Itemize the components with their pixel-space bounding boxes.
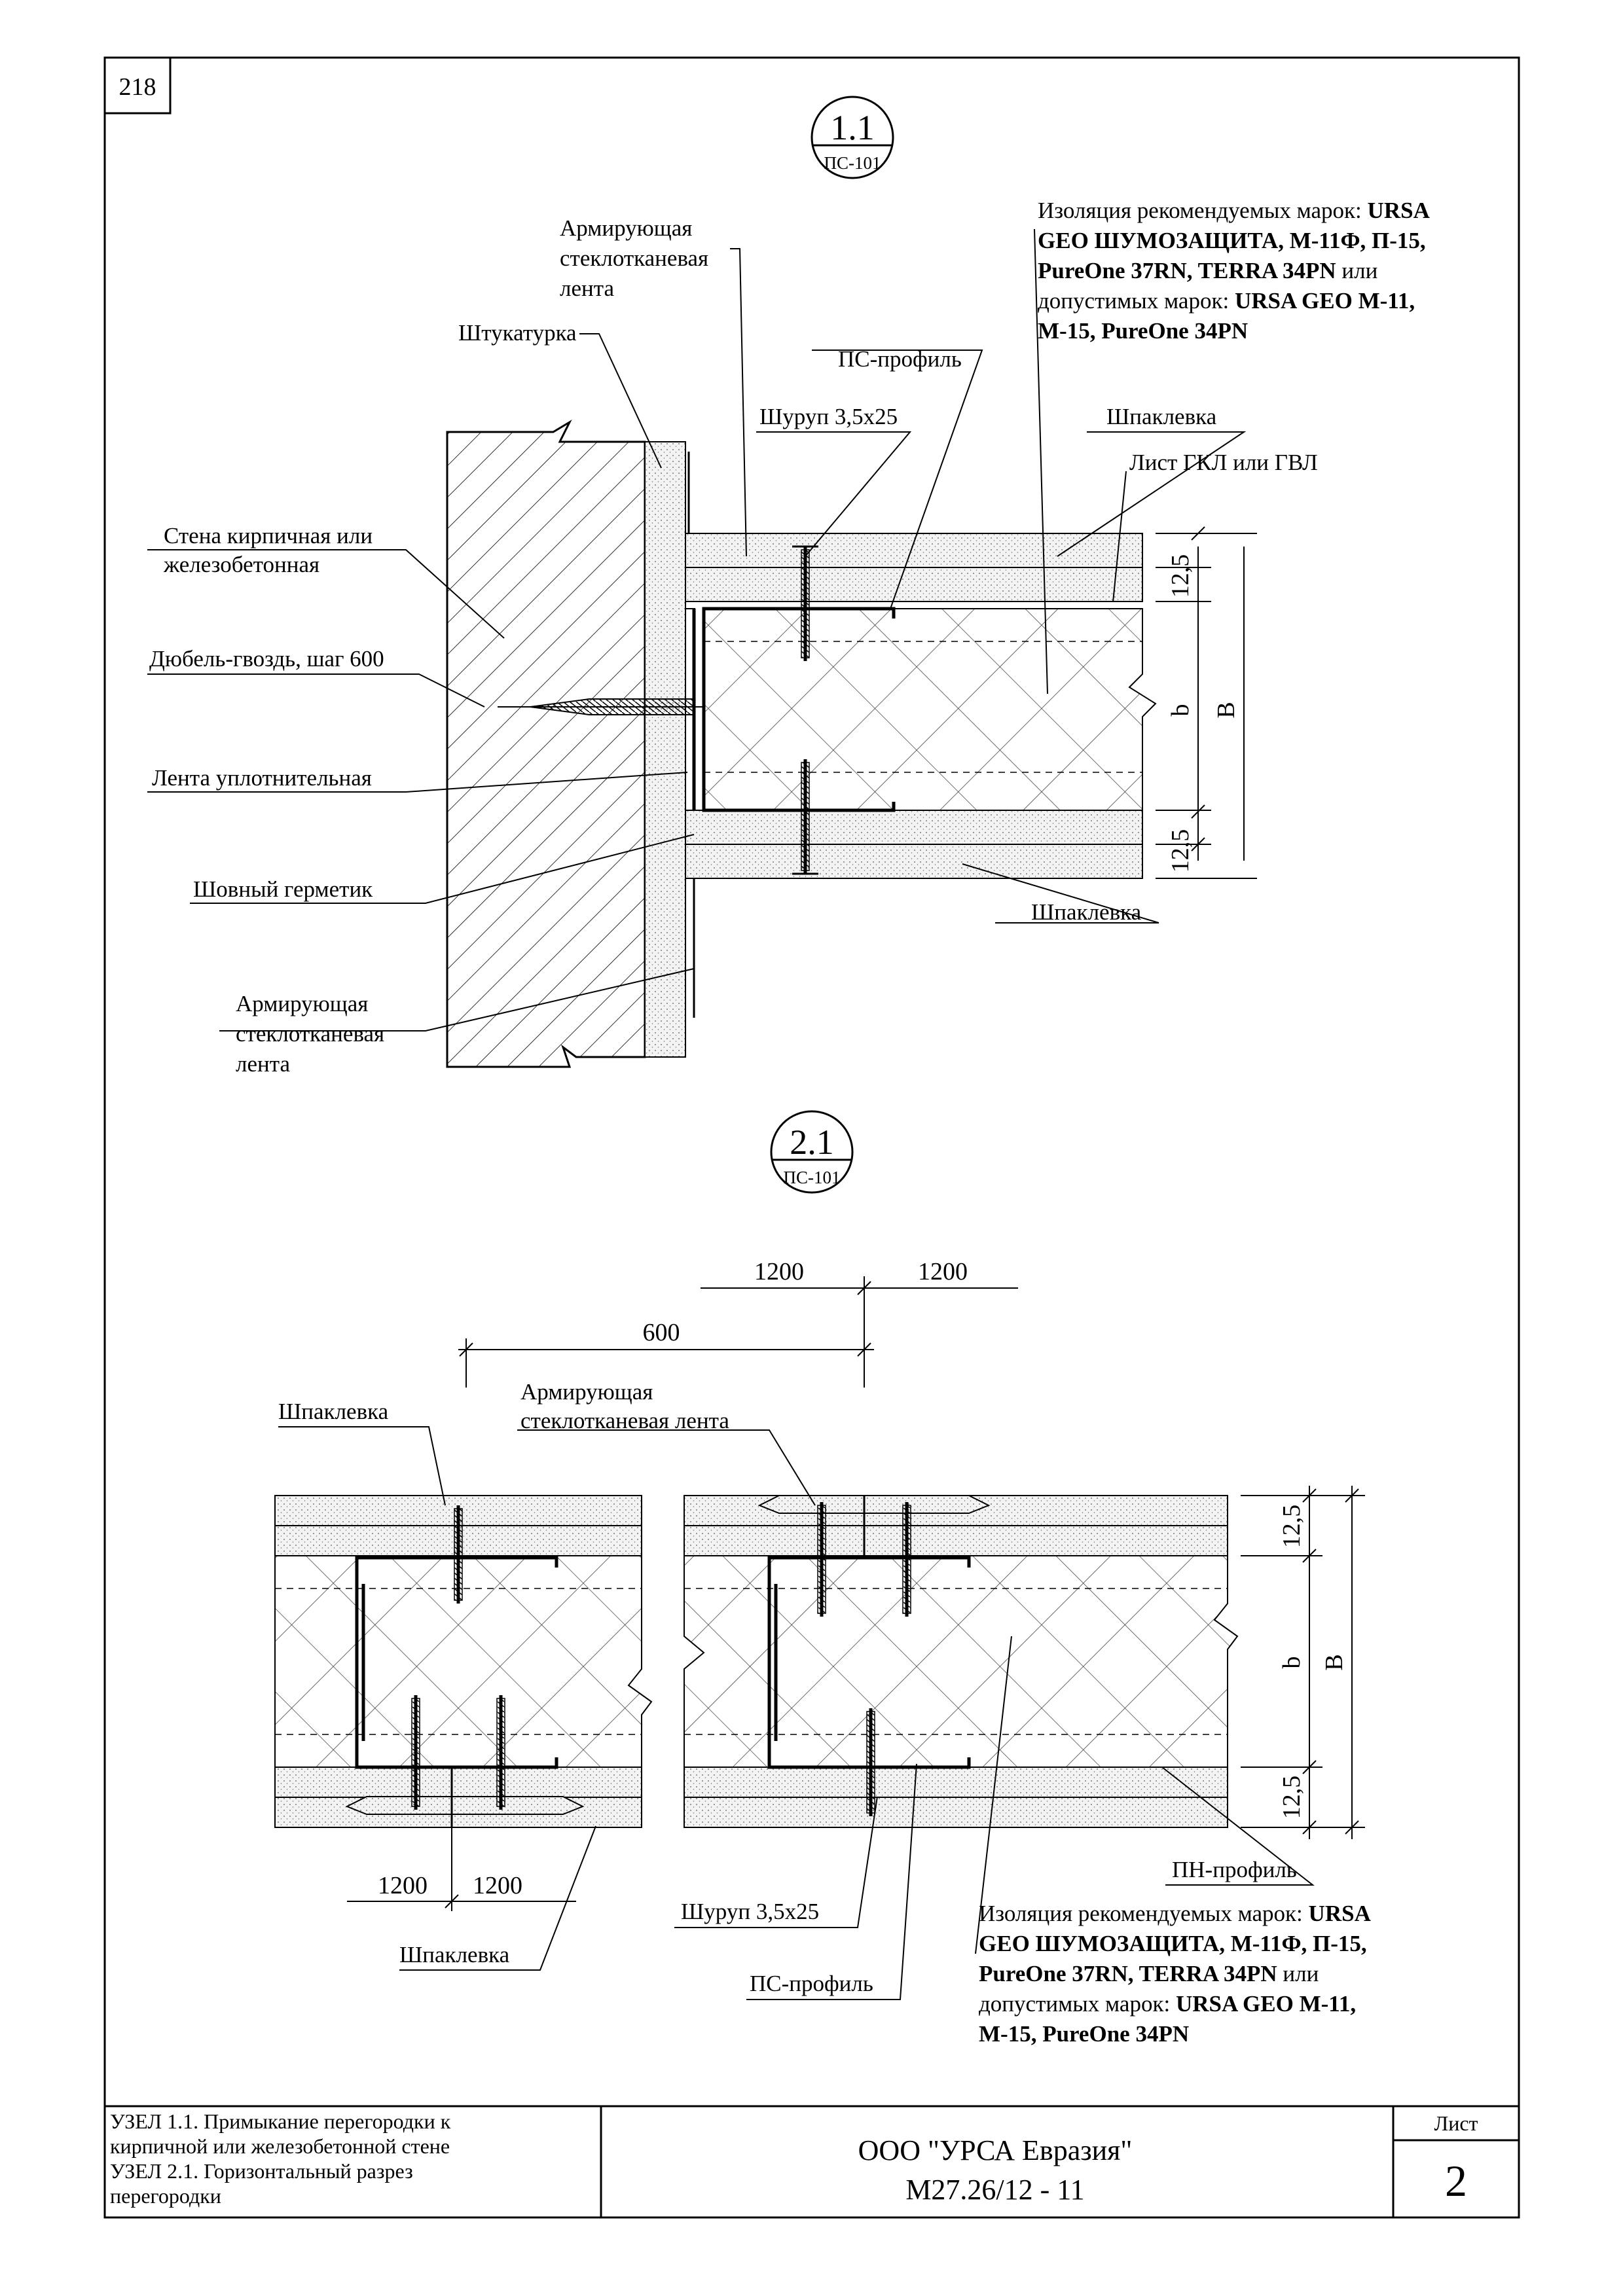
plaster-layer <box>644 441 686 1058</box>
svg-text:b: b <box>1278 1657 1305 1669</box>
label-ps-profile-node2: ПС-профиль <box>750 1971 873 1996</box>
node2-right-panel <box>684 1495 1239 1828</box>
node-2-1-marker: 2.1 ПС-101 <box>770 1110 854 1194</box>
title-block-company: ООО "УРСА Евразия" <box>858 2134 1133 2166</box>
label-seal-tape: Лента уплотнительная <box>152 765 372 791</box>
board-top-1 <box>685 533 1143 568</box>
dowel <box>498 695 704 719</box>
board-bot-1 <box>685 810 1143 845</box>
svg-text:ПС-101: ПС-101 <box>784 1168 841 1187</box>
title-block: УЗЕЛ 1.1. Примыкание перегородки к кирпи… <box>105 2105 1519 2217</box>
title-block-description: УЗЕЛ 1.1. Примыкание перегородки к кирпи… <box>110 2109 456 2208</box>
label-tape-top: Армирующая стеклотканевая лента <box>560 215 714 301</box>
svg-text:В: В <box>1321 1654 1348 1670</box>
board-top-2 <box>685 567 1143 602</box>
label-insulation-node1: Изоляция рекомендуемых марок: URSA GEO Ш… <box>1038 198 1436 344</box>
label-dowel: Дюбель-гвоздь, шаг 600 <box>149 646 384 672</box>
board-bot-2 <box>685 844 1143 879</box>
node-1-1-marker: 1.1 ПС-101 <box>811 96 894 179</box>
node1-leaders <box>147 228 1247 1031</box>
node2-bottom-dims: 1200 1200 <box>347 1827 576 1911</box>
svg-text:12,5: 12,5 <box>1167 829 1194 873</box>
svg-text:1200: 1200 <box>378 1872 428 1899</box>
node-2-1: 2.1 ПС-101 1200 1200 600 <box>274 1110 1377 2047</box>
label-tape-bottom: Армирующая стеклотканевая лента <box>236 991 390 1077</box>
label-pn-profile: ПН-профиль <box>1172 1857 1297 1882</box>
title-block-code: М27.26/12 - 11 <box>905 2174 1084 2206</box>
label-wall: Стена кирпичная или железобетонная <box>163 523 378 577</box>
svg-text:12,5: 12,5 <box>1278 1505 1305 1549</box>
label-putty-bottom-node2: Шпаклевка <box>399 1942 510 1967</box>
insulation-node1 <box>703 608 1157 811</box>
svg-text:12,5: 12,5 <box>1167 554 1194 598</box>
node-1-1: 1.1 ПС-101 <box>147 96 1436 1077</box>
label-putty-top-node2: Шпаклевка <box>278 1399 389 1424</box>
label-plaster: Штукатурка <box>458 320 577 346</box>
sheet-number: 218 <box>119 73 156 101</box>
svg-text:1200: 1200 <box>918 1258 968 1285</box>
svg-text:b: b <box>1167 704 1194 717</box>
sheet-number-box <box>103 56 172 115</box>
label-screw-node1: Шуруп 3,5х25 <box>759 404 898 429</box>
label-ps-profile-node1: ПС-профиль <box>838 346 962 372</box>
label-sealant: Шовный герметик <box>193 876 373 902</box>
label-tape-node2: Армирующая стеклотканевая лента <box>520 1379 729 1433</box>
node1-dims: 12,5 12,5 b В <box>1156 526 1257 879</box>
svg-text:1200: 1200 <box>473 1872 522 1899</box>
label-putty-bottom-node1: Шпаклевка <box>1031 899 1142 925</box>
svg-text:1.1: 1.1 <box>830 108 875 147</box>
title-block-sheet-number: 2 <box>1445 2156 1467 2206</box>
title-block-sheet-label: Лист <box>1434 2111 1478 2135</box>
ps-profile-node1 <box>702 607 896 812</box>
node2-leaders <box>278 1426 1315 2000</box>
wall-hatch <box>446 420 646 1068</box>
svg-text:12,5: 12,5 <box>1278 1776 1305 1820</box>
screw-top-node1 <box>792 545 818 661</box>
label-insulation-node2: Изоляция рекомендуемых марок: URSA GEO Ш… <box>979 1901 1377 2047</box>
label-screw-node2: Шуруп 3,5х25 <box>681 1899 819 1924</box>
svg-text:ПС-101: ПС-101 <box>824 153 881 173</box>
node2-top-dims: 1200 1200 600 <box>458 1258 1018 1388</box>
svg-text:1200: 1200 <box>754 1258 804 1285</box>
node2-left-panel <box>274 1495 653 1828</box>
label-putty-top-node1: Шпаклевка <box>1106 404 1217 429</box>
label-sheet: Лист ГКЛ или ГВЛ <box>1129 450 1318 475</box>
node2-dims: 12,5 12,5 b В <box>1241 1486 1365 1839</box>
screw-bot-node1 <box>792 759 818 875</box>
svg-text:600: 600 <box>643 1319 680 1346</box>
svg-text:В: В <box>1213 702 1240 718</box>
sheet-frame <box>103 56 1520 2219</box>
svg-text:2.1: 2.1 <box>790 1122 834 1162</box>
